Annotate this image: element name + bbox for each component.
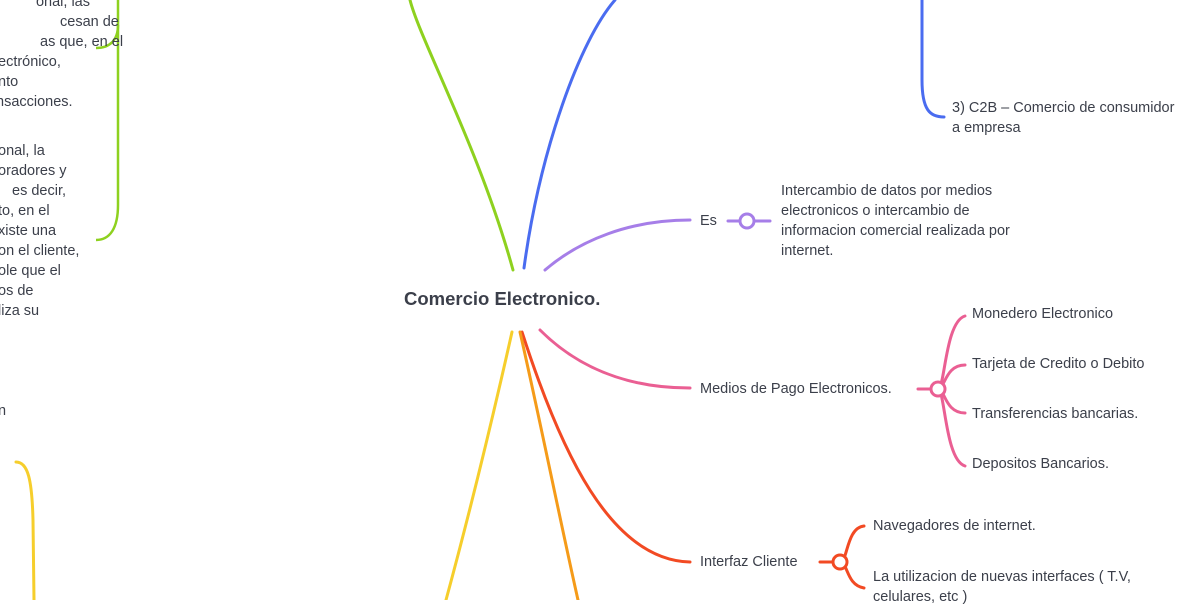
c2b-line-1[interactable]: 3) C2B – Comercio de consumidor [952,100,1175,116]
left-text-line: oradores y [0,163,67,179]
left-text-line: onal, la [0,143,45,159]
left-text-line: es decir, [12,183,66,199]
edge-pink-4 [936,387,967,468]
interface-item[interactable]: Navegadores de internet. [873,518,1036,534]
edge-yellow-left [14,460,36,600]
interface-item[interactable]: La utilizacion de nuevas interfaces ( T.… [873,569,1131,605]
left-text-fragment: n [0,403,7,419]
payment-item[interactable]: Depositos Bancarios. [972,456,1110,472]
left-text-line: onal, las [35,0,90,10]
edge-purple-main [543,218,692,272]
left-text-line: ectrónico, [0,54,61,70]
node-connector-pink[interactable] [929,380,947,398]
edge-pink-1 [936,314,967,391]
payment-item[interactable]: Monedero Electronico [972,306,1114,322]
payment-item[interactable]: Tarjeta de Credito o Debito [972,356,1145,372]
branch-es[interactable]: Es [700,213,717,229]
edge-red-main [520,330,692,564]
node-connector-purple[interactable] [738,212,756,230]
left-text-line: nsacciones. [0,94,73,110]
edge-orange-main [518,330,580,600]
edge-yellow-main [444,330,514,600]
left-text-line: to, en el [0,203,50,219]
edge-blue-main [522,0,617,270]
branch-interface[interactable]: Interfaz Cliente [700,554,798,570]
edge-green-main [408,0,515,272]
left-text-line: os de [0,283,34,299]
left-text-line: xiste una [0,223,57,239]
c2b-line-2: a empresa [952,120,1021,136]
left-text-line: nto [0,74,19,90]
left-text-line: on el cliente, [0,243,80,259]
es-definition[interactable]: Intercambio de datos por medios electron… [781,183,1010,259]
left-text-line: liza su [0,303,40,319]
edge-blue-c2b [920,0,946,119]
left-text-line: ole que el [0,263,61,279]
root-topic[interactable]: Comercio Electronico. [404,288,601,309]
payment-item[interactable]: Transferencias bancarias. [972,406,1139,422]
branch-payment[interactable]: Medios de Pago Electronicos. [700,381,892,397]
edge-green-bracket-mid [95,24,120,50]
edge-green-bracket [95,0,120,242]
node-connector-red[interactable] [831,553,849,571]
left-text-line: cesan de [60,14,119,30]
edge-pink-main [538,328,692,390]
left-text-line: as que, en el [40,34,124,50]
